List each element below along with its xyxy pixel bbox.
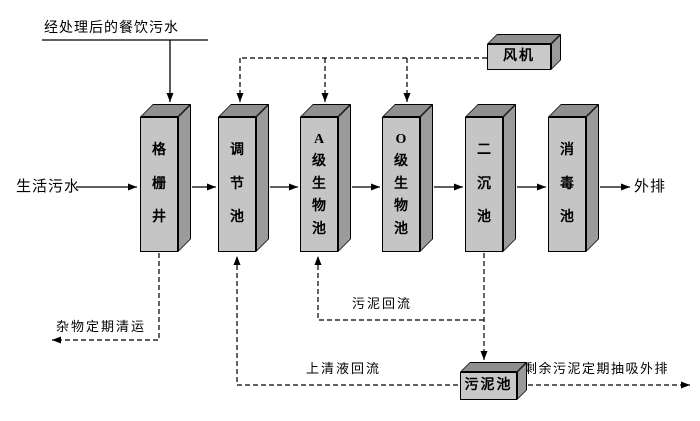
blower-top-face bbox=[487, 34, 561, 44]
tank-disinfection: 消毒池 bbox=[548, 104, 599, 252]
sludge-return-label: 污泥回流 bbox=[352, 296, 413, 311]
tank-label: 调节池 bbox=[230, 142, 244, 226]
tank-label: 消毒池 bbox=[560, 142, 574, 226]
tank-side-face bbox=[586, 104, 599, 252]
tank-side-face bbox=[178, 104, 191, 252]
blower-front-face bbox=[487, 44, 551, 70]
excess-sludge-label: 剩余污泥定期抽吸外排 bbox=[524, 361, 670, 376]
sludge-tank-front-face bbox=[460, 372, 517, 400]
tank-side-face bbox=[503, 104, 516, 252]
tank-grid-well: 格栅井 bbox=[140, 104, 191, 252]
blower-box: 风机 bbox=[487, 34, 561, 70]
tank-front-face bbox=[218, 117, 256, 252]
domestic-sewage-label: 生活污水 bbox=[16, 179, 81, 195]
tank-regulating: 调节池 bbox=[218, 104, 269, 252]
sludge-tank-box: 污泥池 bbox=[460, 362, 527, 400]
tank-front-face bbox=[548, 117, 586, 252]
pretreated-wastewater-label: 经处理后的餐饮污水 bbox=[44, 21, 179, 36]
tank-front-face bbox=[465, 117, 503, 252]
tank-side-face bbox=[338, 104, 351, 252]
blower-label: 风机 bbox=[503, 49, 535, 64]
tank-label: 二沉池 bbox=[477, 142, 491, 226]
tank-side-face bbox=[420, 104, 433, 252]
tank-front-face bbox=[140, 117, 178, 252]
tank-front-face bbox=[300, 117, 338, 252]
tank-secondary-sedimentation: 二沉池 bbox=[465, 104, 516, 252]
supernatant-return-label: 上清液回流 bbox=[306, 361, 382, 376]
tank-label: 格栅井 bbox=[152, 142, 166, 226]
tank-front-face bbox=[382, 117, 420, 252]
debris-removal-label: 杂物定期清运 bbox=[56, 319, 147, 334]
tank-side-face bbox=[256, 104, 269, 252]
sludge-tank-label: 污泥池 bbox=[464, 378, 513, 393]
discharge-label: 外排 bbox=[634, 179, 667, 195]
